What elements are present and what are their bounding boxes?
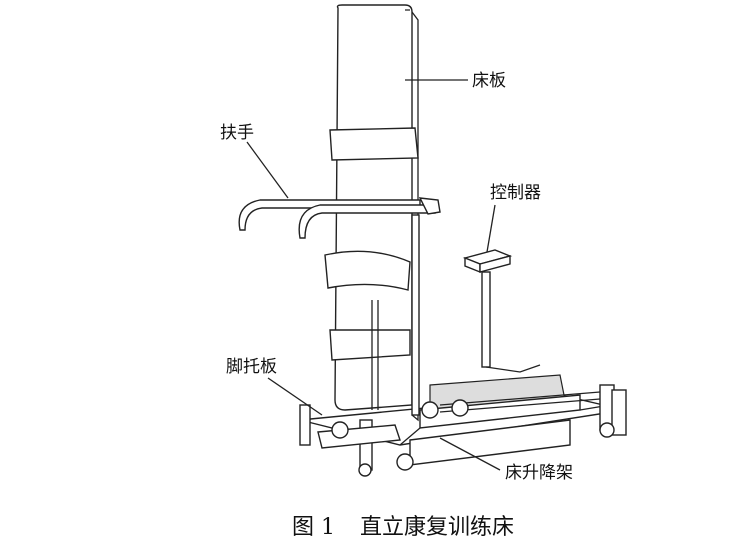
leader-line-lift-frame: [439, 437, 501, 471]
label-bed-board: 床板: [472, 71, 506, 91]
handrail-drawing: [238, 197, 441, 239]
lift-frame-drawing: [299, 374, 627, 477]
leader-line-footrest: [267, 377, 323, 416]
figure-number: 图 1: [292, 515, 335, 540]
label-handrail: 扶手: [220, 123, 254, 143]
figure-title: 直立康复训练床: [360, 515, 514, 540]
leader-line-handrail: [246, 141, 289, 199]
label-footrest: 脚托板: [226, 357, 277, 377]
label-lift-frame: 床升降架: [505, 463, 573, 483]
controller-drawing: [462, 249, 541, 373]
leader-line-controller: [486, 204, 496, 253]
label-controller: 控制器: [490, 183, 541, 203]
